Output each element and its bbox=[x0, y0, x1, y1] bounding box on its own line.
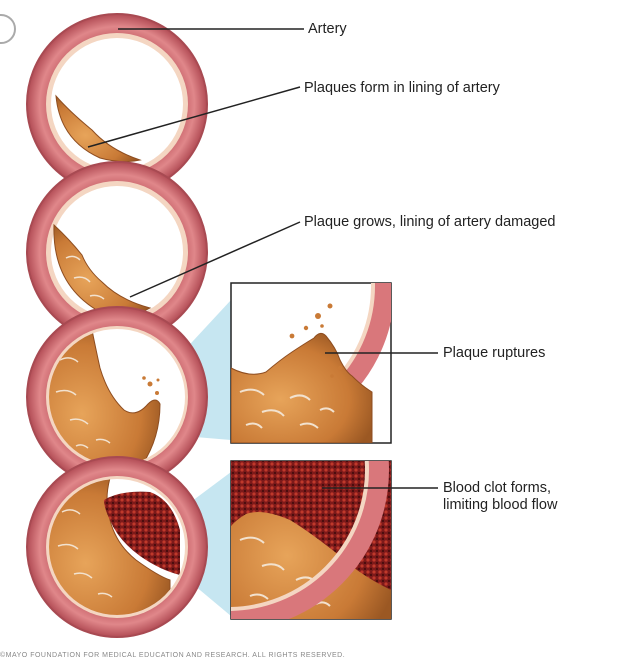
zoom-panel-rupture bbox=[230, 282, 392, 444]
label-artery: Artery bbox=[308, 21, 347, 37]
label-plaque-grows: Plaque grows, lining of artery damaged bbox=[304, 214, 556, 230]
leader-plaque-grows bbox=[129, 221, 301, 298]
leader-plaques-form bbox=[87, 86, 301, 148]
copyright-notice: ©MAYO FOUNDATION FOR MEDICAL EDUCATION A… bbox=[0, 652, 346, 659]
label-blood-clot: Blood clot forms, limiting blood flow bbox=[443, 480, 557, 514]
label-blood-clot-line1: Blood clot forms, bbox=[443, 480, 551, 496]
artery-cross-section-4 bbox=[26, 456, 208, 638]
label-blood-clot-line2: limiting blood flow bbox=[443, 497, 558, 513]
artery-cross-section-3 bbox=[26, 306, 208, 488]
label-plaques-form: Plaques form in lining of artery bbox=[304, 80, 500, 96]
label-plaque-ruptures: Plaque ruptures bbox=[443, 345, 546, 361]
